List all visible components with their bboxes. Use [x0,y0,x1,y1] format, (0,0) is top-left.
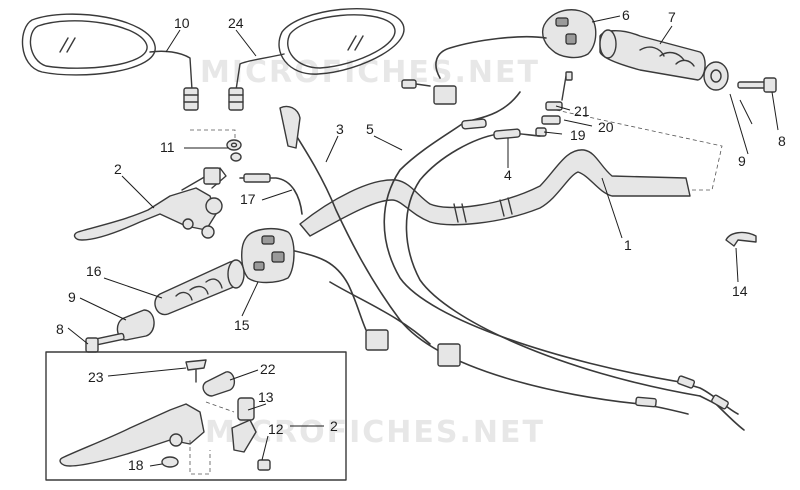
left-mirror [21,13,199,111]
callout-16: 16 [86,263,102,279]
cable-clip [725,231,757,247]
callout-1: 1 [624,237,632,253]
callout-23: 23 [88,369,104,385]
washer [226,139,242,162]
callout-15: 15 [234,317,250,333]
callout-22: 22 [260,361,276,377]
callout-4: 4 [504,167,512,183]
callout-14: 14 [732,283,748,299]
callout-8-left: 8 [56,321,64,337]
callout-7: 7 [668,9,676,25]
left-grip [154,259,245,316]
left-switch-housing [241,227,295,284]
left-switch-wiring [289,249,461,367]
callout-labels: 1 2 2 3 4 5 6 7 8 8 9 9 10 11 12 13 14 1… [56,7,786,473]
callout-21: 21 [574,103,590,119]
callout-8-right: 8 [778,133,786,149]
callout-10: 10 [174,15,190,31]
right-switch-housing [541,9,597,59]
handlebar [299,149,691,237]
callout-5: 5 [366,121,374,137]
callout-2: 2 [114,161,122,177]
clutch-cable [279,105,689,415]
right-mirror [228,8,405,111]
right-bar-end [703,61,777,93]
throttle-cable-fittings [535,71,573,137]
throttle-grip [599,29,706,81]
callout-11: 11 [160,139,175,155]
callout-20: 20 [598,119,614,135]
assembly-line-right [555,109,723,191]
callout-17: 17 [240,191,256,207]
callout-18: 18 [128,457,144,473]
callout-2-inset: 2 [330,418,338,434]
throttle-cables [383,91,745,431]
callout-13: 13 [258,389,274,405]
callout-9-right: 9 [738,153,746,169]
clutch-cable-end [239,173,303,215]
watermark-bottom: MICROFICHES.NET [205,415,545,450]
leader-lines [67,15,779,467]
callout-6: 6 [622,7,630,23]
callout-3: 3 [336,121,344,137]
right-switch-wiring [401,35,547,105]
inset-lever-box [45,351,347,481]
callout-19: 19 [570,127,586,143]
clutch-lever [73,167,227,241]
callout-12: 12 [268,421,284,437]
left-bar-end [85,309,155,353]
callout-9-left: 9 [68,289,76,305]
callout-24: 24 [228,15,244,31]
